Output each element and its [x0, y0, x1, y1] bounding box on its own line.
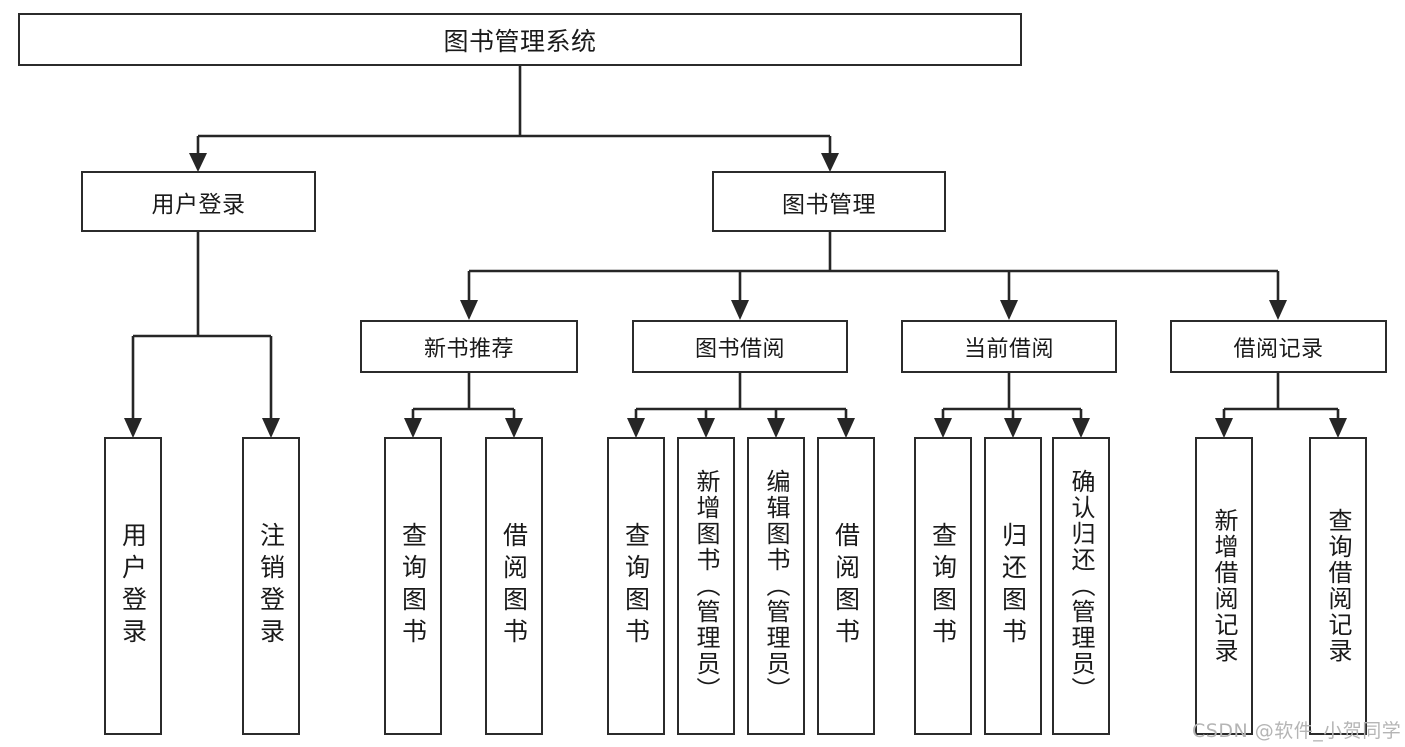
node-label: 借阅图书 — [499, 522, 529, 650]
node-label: 借阅记录 — [1233, 336, 1324, 362]
node-label: 归还图书 — [998, 522, 1028, 650]
leaf-borrow-record-add[interactable]: 新增借阅记录 — [1195, 437, 1253, 735]
node-new-book-recommend[interactable]: 新书推荐 — [360, 320, 578, 373]
node-label: 新增借阅记录 — [1210, 508, 1238, 664]
node-label: 编辑图书（管理员） — [762, 469, 790, 703]
connector-new-book-to-leaves — [404, 373, 523, 438]
leaf-user-login-login[interactable]: 用户登录 — [104, 437, 162, 735]
node-label: 查询借阅记录 — [1324, 508, 1352, 664]
leaf-book-borrow-add[interactable]: 新增图书（管理员） — [677, 437, 735, 735]
node-borrow-record[interactable]: 借阅记录 — [1170, 320, 1387, 373]
node-root-system[interactable]: 图书管理系统 — [18, 13, 1022, 66]
connector-borrow-record-to-leaves — [1215, 373, 1347, 438]
leaf-book-borrow-borrow[interactable]: 借阅图书 — [817, 437, 875, 735]
leaf-borrow-record-query[interactable]: 查询借阅记录 — [1309, 437, 1367, 735]
node-label: 用户登录 — [118, 522, 148, 650]
node-label: 用户登录 — [151, 191, 246, 218]
leaf-current-borrow-confirm-return[interactable]: 确认归还（管理员） — [1052, 437, 1110, 735]
watermark-text: CSDN @软件_小贺同学 — [1192, 720, 1402, 742]
node-book-borrow[interactable]: 图书借阅 — [632, 320, 848, 373]
node-label: 图书管理 — [782, 191, 876, 218]
leaf-current-borrow-return[interactable]: 归还图书 — [984, 437, 1042, 735]
node-book-management[interactable]: 图书管理 — [712, 171, 946, 232]
node-label: 借阅图书 — [831, 522, 861, 650]
node-label: 当前借阅 — [963, 336, 1054, 362]
node-user-login[interactable]: 用户登录 — [81, 171, 316, 232]
node-label: 查询图书 — [621, 522, 651, 650]
node-label: 图书借阅 — [694, 336, 785, 362]
node-current-borrow[interactable]: 当前借阅 — [901, 320, 1117, 373]
connector-current-borrow-to-leaves — [934, 373, 1090, 438]
leaf-book-borrow-edit[interactable]: 编辑图书（管理员） — [747, 437, 805, 735]
node-label: 确认归还（管理员） — [1067, 469, 1095, 703]
node-label: 查询图书 — [928, 522, 958, 650]
node-label: 注销登录 — [256, 522, 286, 650]
leaf-current-borrow-query[interactable]: 查询图书 — [914, 437, 972, 735]
node-label: 查询图书 — [398, 522, 428, 650]
leaf-new-book-borrow[interactable]: 借阅图书 — [485, 437, 543, 735]
connector-book-borrow-to-leaves — [627, 373, 855, 438]
leaf-new-book-query[interactable]: 查询图书 — [384, 437, 442, 735]
node-label: 图书管理系统 — [443, 26, 597, 56]
connector-root-to-level-two — [189, 66, 839, 172]
node-label: 新增图书（管理员） — [692, 469, 720, 703]
node-label: 新书推荐 — [423, 336, 514, 362]
connector-user-login-to-leaves — [124, 232, 280, 438]
leaf-book-borrow-query[interactable]: 查询图书 — [607, 437, 665, 735]
connector-book-manage-to-level-three — [460, 232, 1287, 320]
leaf-user-login-logout[interactable]: 注销登录 — [242, 437, 300, 735]
